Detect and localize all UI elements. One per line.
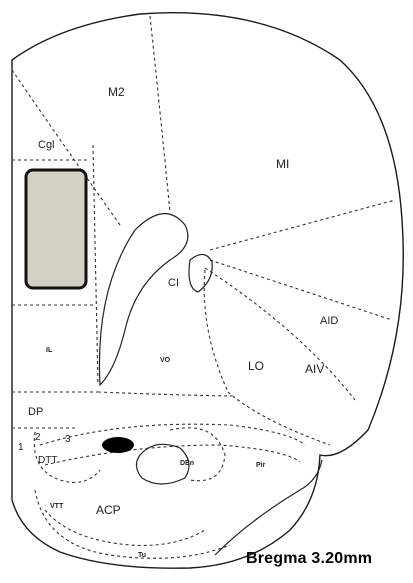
claustrum-oval [189,254,212,292]
boundary-ai-1 [210,200,395,250]
inner-ventral-3 [35,490,230,558]
label-tu: Tu [138,552,146,559]
inner-ventral-1 [40,424,305,445]
ventricle-black [102,437,134,453]
label-cl: CI [168,277,179,289]
label-aid: AID [320,315,338,327]
label-aiv: AIV [305,362,324,376]
label-vo: VO [160,357,171,364]
label-il: IL [46,347,53,354]
label-cgl: Cgl [38,139,55,151]
highlight-marker-rect [26,170,86,288]
inner-ventral-4 [45,510,205,545]
boundary-midline [93,145,98,385]
label-m2: M2 [108,85,125,99]
label-layer-1: 1 [18,442,24,453]
den-region [170,428,225,481]
label-layer-2: 2 [35,432,41,443]
label-lo: LO [248,359,264,373]
boundary-lo-aiv [228,392,330,445]
label-mi: MI [276,157,289,171]
boundary-m2-mi [150,16,170,212]
label-den: DEn [180,460,194,467]
boundary-ai-3 [205,268,355,400]
forceps-minor [99,214,187,385]
label-pir: Pir [256,462,266,469]
label-dp: DP [28,406,43,418]
brain-outline [12,13,403,568]
label-vtt: VTT [50,503,64,510]
bregma-caption: Bregma 3.20mm [246,550,406,568]
label-acp: ACP [96,503,121,517]
boundary-orbital-base [98,392,232,396]
label-layer-3: 3 [65,434,71,445]
boundary-vo-lo [204,270,228,392]
label-dtt: DTT [38,455,57,466]
